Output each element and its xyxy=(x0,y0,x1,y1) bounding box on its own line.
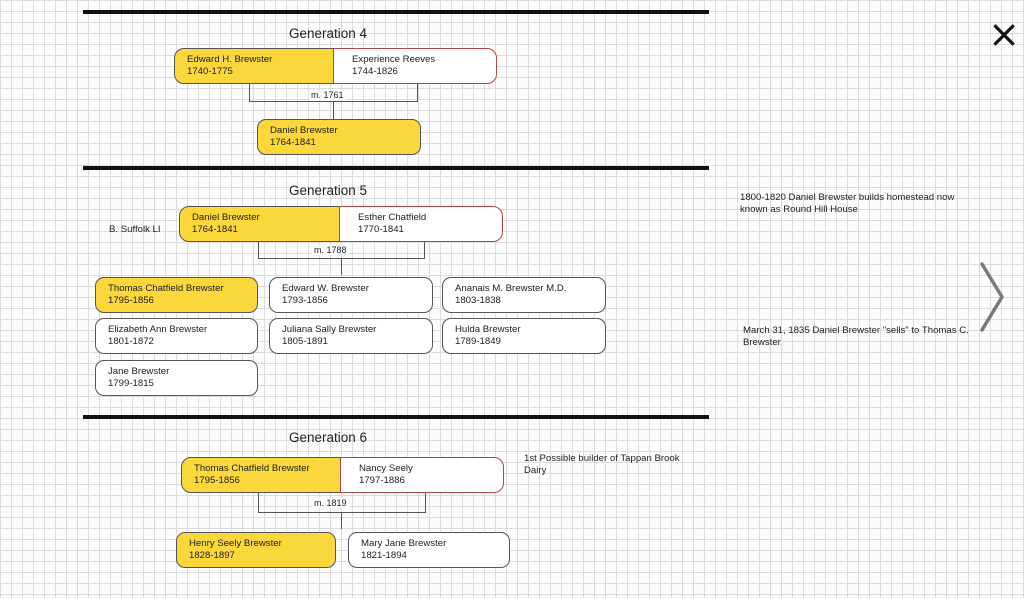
person-box-nancy-seely[interactable]: Nancy Seely 1797-1886 xyxy=(340,457,504,493)
connector-line xyxy=(249,84,250,102)
person-dates: 1770-1841 xyxy=(358,224,404,235)
person-box-thomas-chatfield-brewster[interactable]: Thomas Chatfield Brewster 1795-1856 xyxy=(181,457,345,493)
person-dates: 1797-1886 xyxy=(359,475,405,486)
person-name: Esther Chatfield xyxy=(358,212,427,223)
birthplace-label: B. Suffolk LI xyxy=(109,224,161,235)
generation-5-title: Generation 5 xyxy=(289,183,368,198)
person-name: Daniel Brewster xyxy=(192,212,260,223)
person-dates: 1744-1826 xyxy=(352,66,398,77)
marriage-label: m. 1819 xyxy=(312,498,349,508)
person-name: Hulda Brewster xyxy=(455,324,521,335)
connector-line xyxy=(425,493,426,513)
connector-line xyxy=(341,512,342,529)
person-name: Thomas Chatfield Brewster xyxy=(108,283,224,294)
divider xyxy=(83,415,709,419)
person-name: Jane Brewster xyxy=(108,366,170,377)
person-box-esther-chatfield[interactable]: Esther Chatfield 1770-1841 xyxy=(339,206,503,242)
connector-line xyxy=(417,84,418,102)
person-box-daniel-brewster[interactable]: Daniel Brewster 1764-1841 xyxy=(257,119,421,155)
next-chevron-icon xyxy=(980,262,1004,332)
person-box-mary-jane-brewster[interactable]: Mary Jane Brewster 1821-1894 xyxy=(348,532,510,568)
person-dates: 1795-1856 xyxy=(108,295,154,306)
person-name: Edward W. Brewster xyxy=(282,283,369,294)
person-box-daniel-brewster[interactable]: Daniel Brewster 1764-1841 xyxy=(179,206,343,242)
next-button[interactable] xyxy=(968,258,1012,336)
person-box-henry-seely-brewster[interactable]: Henry Seely Brewster 1828-1897 xyxy=(176,532,336,568)
connector-line xyxy=(341,258,342,275)
person-dates: 1764-1841 xyxy=(192,224,238,235)
homestead-note: 1800-1820 Daniel Brewster builds homeste… xyxy=(740,192,955,215)
generation-4-title: Generation 4 xyxy=(289,26,368,41)
divider xyxy=(83,10,709,14)
marriage-label: m. 1761 xyxy=(309,90,346,100)
person-dates: 1789-1849 xyxy=(455,336,501,347)
person-box-ananais-m-brewster[interactable]: Ananais M. Brewster M.D. 1803-1838 xyxy=(442,277,606,313)
person-name: Henry Seely Brewster xyxy=(189,538,282,549)
person-box-juliana-sally-brewster[interactable]: Juliana Sally Brewster 1805-1891 xyxy=(269,318,433,354)
person-dates: 1821-1894 xyxy=(361,550,407,561)
person-dates: 1799-1815 xyxy=(108,378,154,389)
person-dates: 1803-1838 xyxy=(455,295,501,306)
person-dates: 1795-1856 xyxy=(194,475,240,486)
builder-note: 1st Possible builder of Tappan Brook Dai… xyxy=(524,453,680,476)
person-box-experience-reeves[interactable]: Experience Reeves 1744-1826 xyxy=(333,48,497,84)
person-box-edward-w-brewster[interactable]: Edward W. Brewster 1793-1856 xyxy=(269,277,433,313)
person-name: Juliana Sally Brewster xyxy=(282,324,377,335)
person-name: Thomas Chatfield Brewster xyxy=(194,463,310,474)
person-name: Elizabeth Ann Brewster xyxy=(108,324,208,335)
connector-line xyxy=(258,512,426,513)
person-name: Experience Reeves xyxy=(352,54,436,65)
person-box-edward-h-brewster[interactable]: Edward H. Brewster 1740-1775 xyxy=(174,48,338,84)
person-name: Nancy Seely xyxy=(359,463,413,474)
marriage-label: m. 1788 xyxy=(312,245,349,255)
person-dates: 1764-1841 xyxy=(270,137,316,148)
person-dates: 1740-1775 xyxy=(187,66,233,77)
person-name: Mary Jane Brewster xyxy=(361,538,447,549)
person-dates: 1805-1891 xyxy=(282,336,328,347)
connector-line xyxy=(258,242,259,259)
person-name: Daniel Brewster xyxy=(270,125,338,136)
person-dates: 1793-1856 xyxy=(282,295,328,306)
person-dates: 1801-1872 xyxy=(108,336,154,347)
person-box-jane-brewster[interactable]: Jane Brewster 1799-1815 xyxy=(95,360,258,396)
divider xyxy=(83,166,709,170)
person-dates: 1828-1897 xyxy=(189,550,235,561)
connector-line xyxy=(424,242,425,259)
connector-line xyxy=(333,101,334,120)
person-name: Edward H. Brewster xyxy=(187,54,273,65)
person-name: Ananais M. Brewster M.D. xyxy=(455,283,567,294)
sale-note: March 31, 1835 Daniel Brewster "sells" t… xyxy=(743,325,969,348)
person-box-thomas-chatfield-brewster[interactable]: Thomas Chatfield Brewster 1795-1856 xyxy=(95,277,258,313)
generation-6-title: Generation 6 xyxy=(289,430,368,445)
connector-line xyxy=(258,493,259,513)
person-box-hulda-brewster[interactable]: Hulda Brewster 1789-1849 xyxy=(442,318,606,354)
close-button[interactable]: × xyxy=(988,12,1020,56)
person-box-elizabeth-ann-brewster[interactable]: Elizabeth Ann Brewster 1801-1872 xyxy=(95,318,258,354)
